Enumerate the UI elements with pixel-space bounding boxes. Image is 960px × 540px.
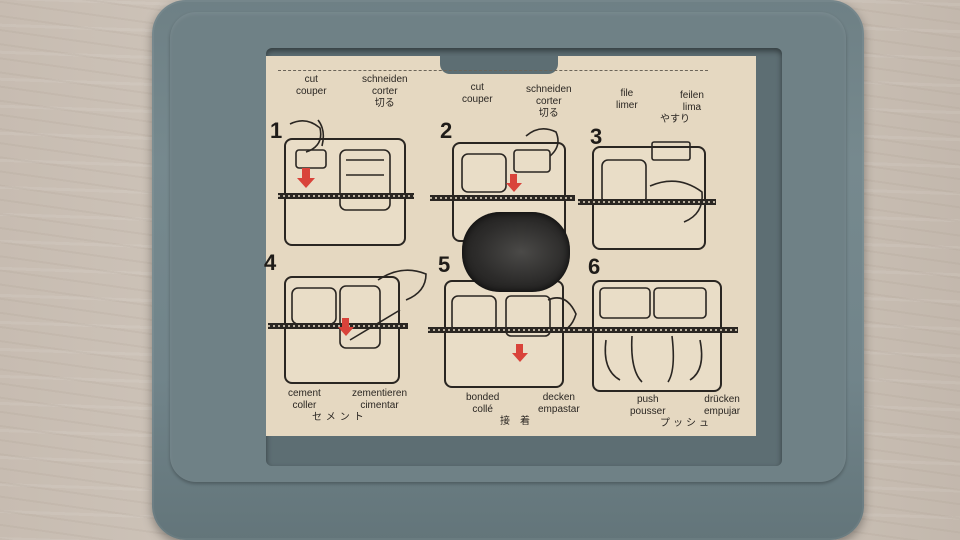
label-push-jp: プッシュ [660, 418, 712, 429]
step-5-illustration [444, 280, 564, 388]
label-cement-jp: セメント [312, 412, 368, 423]
step-1-illustration [284, 138, 406, 246]
label-yasuri: やすり [660, 114, 690, 125]
cut-line [278, 70, 708, 71]
step-number-2: 2 [440, 118, 453, 143]
step-number-5: 5 [438, 252, 451, 277]
viewing-window-hole [462, 212, 570, 292]
step-number-4: 4 [264, 250, 277, 275]
label-bonded-jp: 接 着 [500, 416, 530, 427]
step-3-illustration [592, 146, 706, 250]
step-number-6: 6 [588, 254, 601, 279]
step-6-illustration [592, 280, 722, 392]
step-number-1: 1 [270, 118, 283, 143]
step-number-3: 3 [590, 124, 603, 149]
card-tab-notch [440, 56, 558, 74]
